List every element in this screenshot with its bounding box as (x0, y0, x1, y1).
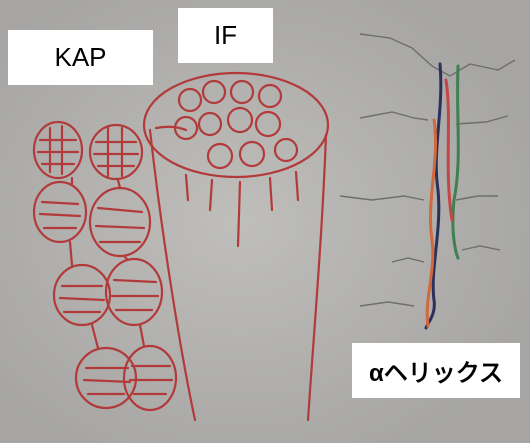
kap-blobs (32, 120, 178, 412)
helix-orange (425, 118, 438, 328)
if-strands (184, 170, 300, 248)
helix-green (451, 64, 460, 260)
kap-blob (52, 263, 112, 327)
kap-blob (74, 346, 138, 410)
kap-blob (32, 120, 84, 180)
alpha-helix-label: αヘリックス (352, 343, 520, 398)
helix-navy (424, 62, 443, 330)
if-fiber (142, 71, 330, 422)
helix-red (444, 78, 454, 222)
if-right-edge (306, 133, 328, 422)
kap-blob (122, 344, 178, 412)
if-cross-section (142, 71, 330, 179)
if-left-edge (148, 128, 197, 422)
if-label: IF (178, 8, 273, 63)
if-cap-lip (154, 125, 188, 132)
alpha-helix-strands (424, 62, 460, 330)
kap-label: KAP (8, 30, 153, 85)
kap-blob (32, 180, 88, 244)
kap-blob (88, 123, 144, 181)
kap-blob (104, 257, 164, 327)
if-protofilaments (173, 79, 299, 170)
